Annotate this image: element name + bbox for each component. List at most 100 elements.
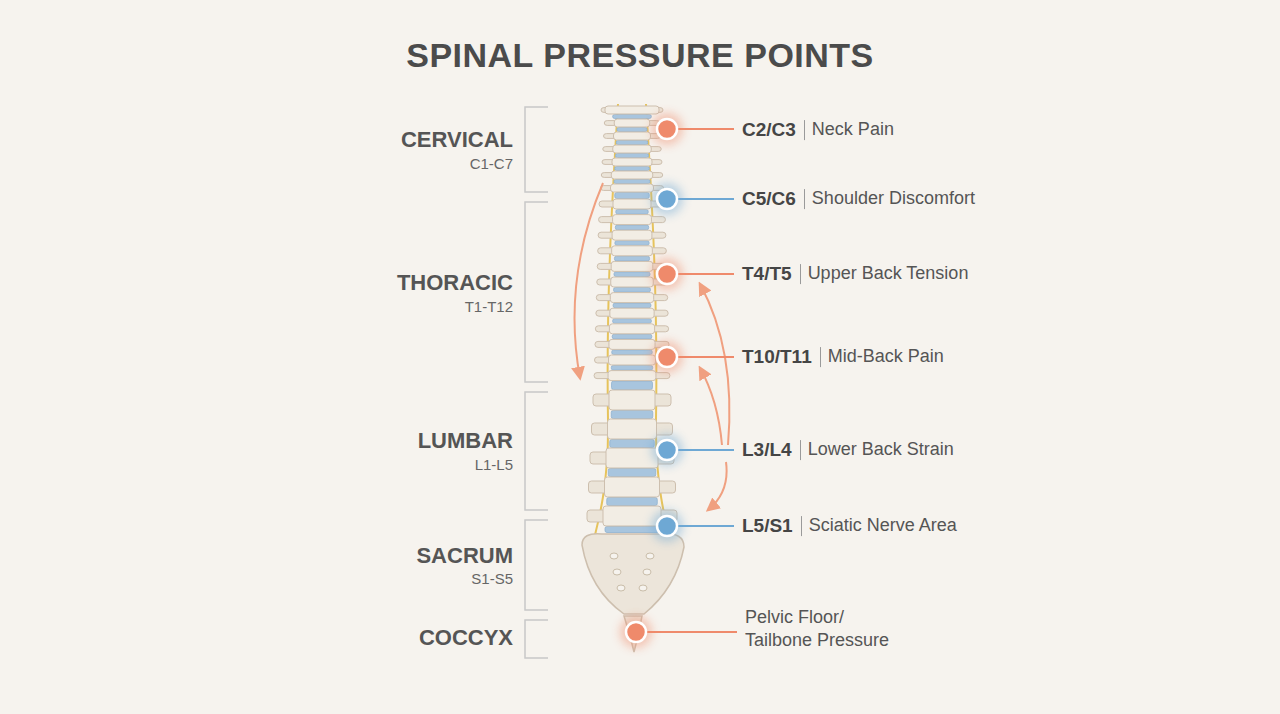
spinal-disc (616, 141, 648, 145)
flow-arrows (575, 183, 730, 510)
vertebra-range: L1-L5 (475, 456, 513, 475)
spinal-disc (611, 366, 652, 371)
pressure-dot (657, 347, 677, 367)
vertebra (612, 246, 653, 256)
spinal-disc (613, 115, 652, 119)
vertebra (611, 277, 654, 287)
region-brackets (525, 107, 548, 658)
spinal-disc (611, 411, 653, 419)
level-code: C5/C6 (742, 187, 796, 211)
vertebra (610, 293, 653, 303)
vertebra (610, 308, 654, 318)
vertebra (606, 448, 658, 468)
pressure-points (620, 113, 737, 648)
vertebra (614, 132, 651, 140)
leader-line (678, 356, 734, 358)
vertebra-range: T1-T12 (465, 298, 513, 317)
spinal-disc (610, 440, 655, 448)
region-name: SACRUM (416, 542, 513, 570)
bracket (525, 392, 548, 510)
flow-arrow (700, 368, 722, 445)
spinal-disc (612, 381, 653, 389)
leader-line (678, 128, 734, 130)
spinal-disc (607, 498, 658, 506)
symptom-label: Upper Back Tension (800, 264, 969, 284)
bracket (525, 520, 548, 610)
region-name: CERVICAL (401, 126, 513, 154)
vertebra (608, 371, 656, 381)
title: SPINAL PRESSURE POINTS (406, 36, 874, 75)
spinal-disc (617, 128, 647, 132)
flow-arrow (700, 284, 729, 445)
vertebra-range: C1-C7 (470, 155, 513, 174)
symptom-label: Shoulder Discomfort (804, 189, 975, 209)
region-name: COCCYX (419, 624, 513, 652)
vertebra (605, 477, 660, 497)
vertebra (611, 171, 653, 179)
region-name: THORACIC (397, 269, 513, 297)
spinal-disc (605, 527, 659, 533)
leader-line (678, 449, 734, 451)
dot-glow (651, 510, 683, 542)
sacral-foramen (639, 585, 647, 591)
pressure-dot (657, 440, 677, 460)
leader-line (678, 273, 734, 275)
symptom-label: Mid-Back Pain (820, 347, 944, 367)
pressure-dot (657, 264, 677, 284)
vertebra (613, 145, 652, 153)
level-code: L3/L4 (742, 438, 792, 462)
dot-glow (620, 616, 652, 648)
spinal-disc (615, 241, 649, 246)
bracket (525, 202, 548, 382)
level-code: C2/C3 (742, 118, 796, 142)
spinal-disc (614, 256, 649, 261)
sacral-foramen (646, 553, 654, 559)
vertebra (609, 355, 656, 365)
vertebra (612, 158, 652, 166)
spinal-disc (614, 272, 650, 277)
spinal-disc (615, 167, 650, 171)
spinal-disc (612, 350, 653, 355)
spine (582, 104, 684, 652)
dot-glow (651, 434, 683, 466)
leader-line (678, 198, 734, 200)
region-name: LUMBAR (418, 427, 513, 455)
vertebra (605, 106, 659, 114)
vertebra (609, 390, 655, 410)
symptom-label: Neck Pain (804, 120, 894, 140)
spinal-disc (613, 319, 652, 324)
sacral-foramen (617, 585, 625, 591)
bracket (525, 620, 548, 658)
sacral-foramen (643, 569, 651, 575)
spinal-disc (615, 225, 648, 230)
vertebra (609, 339, 655, 349)
spinal-disc (615, 154, 648, 158)
vertebra (612, 230, 652, 240)
sacral-foramen (610, 553, 618, 559)
level-code: T4/T5 (742, 262, 792, 286)
pressure-dot (657, 189, 677, 209)
pressure-dot (657, 516, 677, 536)
dot-glow (651, 113, 683, 145)
pressure-dot (657, 119, 677, 139)
spinal-disc (608, 469, 656, 477)
dot-glow (651, 183, 683, 215)
flow-arrow (575, 183, 603, 378)
spinal-disc (614, 180, 650, 184)
vertebra (611, 261, 653, 271)
symptom-label: Lower Back Strain (800, 440, 954, 460)
spinal-disc (616, 210, 648, 215)
level-code: T10/T11 (742, 345, 812, 369)
symptom-label: Sciatic Nerve Area (801, 516, 957, 536)
level-code: L5/S1 (742, 514, 793, 538)
vertebra (608, 419, 657, 439)
vertebra (613, 215, 652, 225)
spinal-disc (612, 334, 652, 339)
vertebra (611, 184, 654, 192)
bracket (525, 107, 548, 192)
vertebra (614, 119, 650, 127)
pressure-dot (626, 622, 646, 642)
